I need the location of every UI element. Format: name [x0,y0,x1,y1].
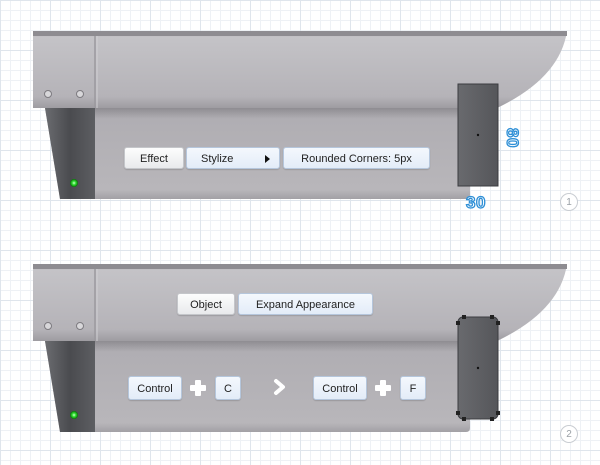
menu-item-rounded-corners[interactable]: Rounded Corners: 5px [283,147,430,169]
screw-icon [44,90,52,98]
step-badge-1: 1 [560,193,578,211]
menu-item-stylize[interactable]: Stylize [186,147,280,169]
plus-icon [190,380,206,396]
dimension-width-label: 30 [465,192,486,212]
center-point-2 [476,366,480,370]
key-control-1: Control [128,376,182,400]
menu-item-effect[interactable]: Effect [124,147,184,169]
center-point-1 [476,133,480,137]
menu-item-object[interactable]: Object [177,293,235,315]
menu-item-stylize-label: Stylize [201,153,234,165]
step-badge-2: 2 [560,425,578,443]
camera-front-1 [45,108,95,199]
hood-rim-1 [33,31,567,36]
led-icon [70,179,78,187]
key-control-2: Control [313,376,367,400]
key-c: C [215,376,241,400]
key-f: F [400,376,426,400]
camera-front-2 [45,341,95,432]
led-icon [70,411,78,419]
camera-hood-1 [33,31,567,108]
menu-item-expand-appearance[interactable]: Expand Appearance [238,293,373,315]
camera-body-2 [33,264,567,432]
camera-body-1 [33,31,567,199]
hood-rim-2 [33,264,567,269]
screw-icon [44,322,52,330]
anchor-points [456,315,500,421]
screw-icon [76,90,84,98]
plus-icon [375,380,391,396]
screw-icon [76,322,84,330]
camera-lower-body-2 [45,341,470,432]
submenu-arrow-icon [265,155,270,163]
chevron-right-icon [274,379,285,395]
dimension-height-label: 80 [502,127,522,148]
